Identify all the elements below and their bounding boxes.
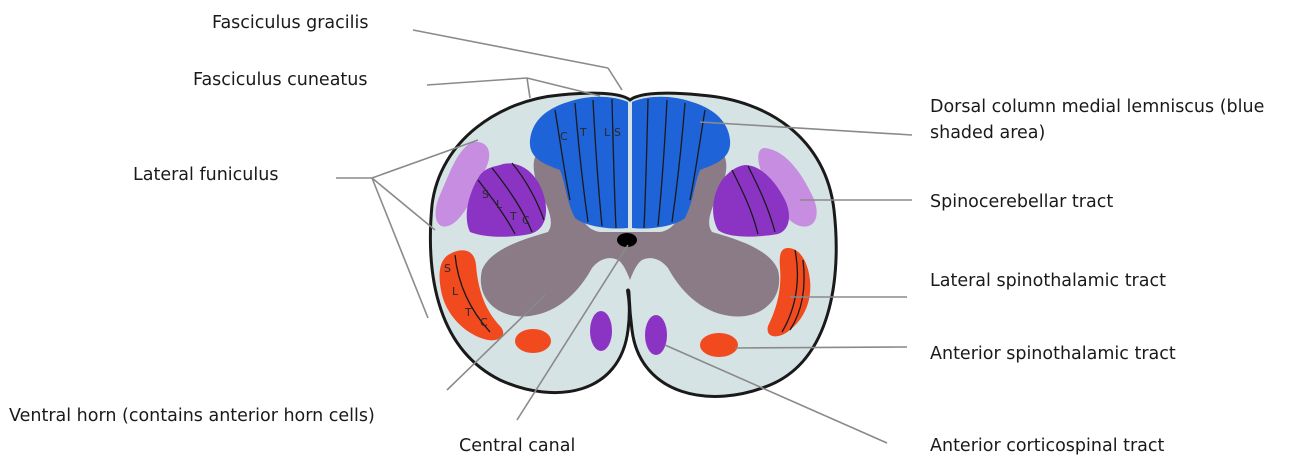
label-lateral-funiculus: Lateral funiculus (133, 162, 278, 188)
label-ventral-horn: Ventral horn (contains anterior horn cel… (9, 403, 375, 429)
dorsal-letter-c: C (560, 130, 568, 143)
label-anterior-corticospinal-tract: Anterior corticospinal tract (930, 433, 1164, 459)
tract-letter-s: S (482, 188, 489, 201)
anterior-corticospinal-tract-right (645, 315, 667, 355)
central-canal (617, 233, 637, 247)
dorsal-letter-t: T (579, 126, 587, 139)
label-spinocerebellar-tract: Spinocerebellar tract (930, 189, 1113, 215)
label-fasciculus-cuneatus: Fasciculus cuneatus (193, 67, 368, 93)
spinothalamic-letter-l: L (452, 285, 459, 298)
label-fasciculus-gracilis: Fasciculus gracilis (212, 10, 368, 36)
dorsal-letter-s: S (614, 126, 621, 139)
tract-letter-c: C (522, 214, 530, 227)
dorsal-letter-l: L (604, 126, 611, 139)
anterior-spinothalamic-tract-left (515, 329, 551, 353)
spinothalamic-letter-t: T (464, 306, 472, 319)
label-lateral-spinothalamic-tract: Lateral spinothalamic tract (930, 268, 1166, 294)
spinothalamic-letter-s: S (444, 262, 451, 275)
label-anterior-spinothalamic-tract: Anterior spinothalamic tract (930, 341, 1176, 367)
tract-letter-l: L (496, 198, 503, 211)
tract-letter-t: T (509, 210, 517, 223)
anterior-spinothalamic-tract-right (700, 333, 738, 357)
anterior-corticospinal-tract-left (590, 311, 612, 351)
spinothalamic-letter-c: C (480, 316, 488, 329)
label-dorsal-column-medial-lemniscus: Dorsal column medial lemniscus (blue sha… (930, 94, 1316, 146)
label-central-canal: Central canal (459, 433, 575, 459)
